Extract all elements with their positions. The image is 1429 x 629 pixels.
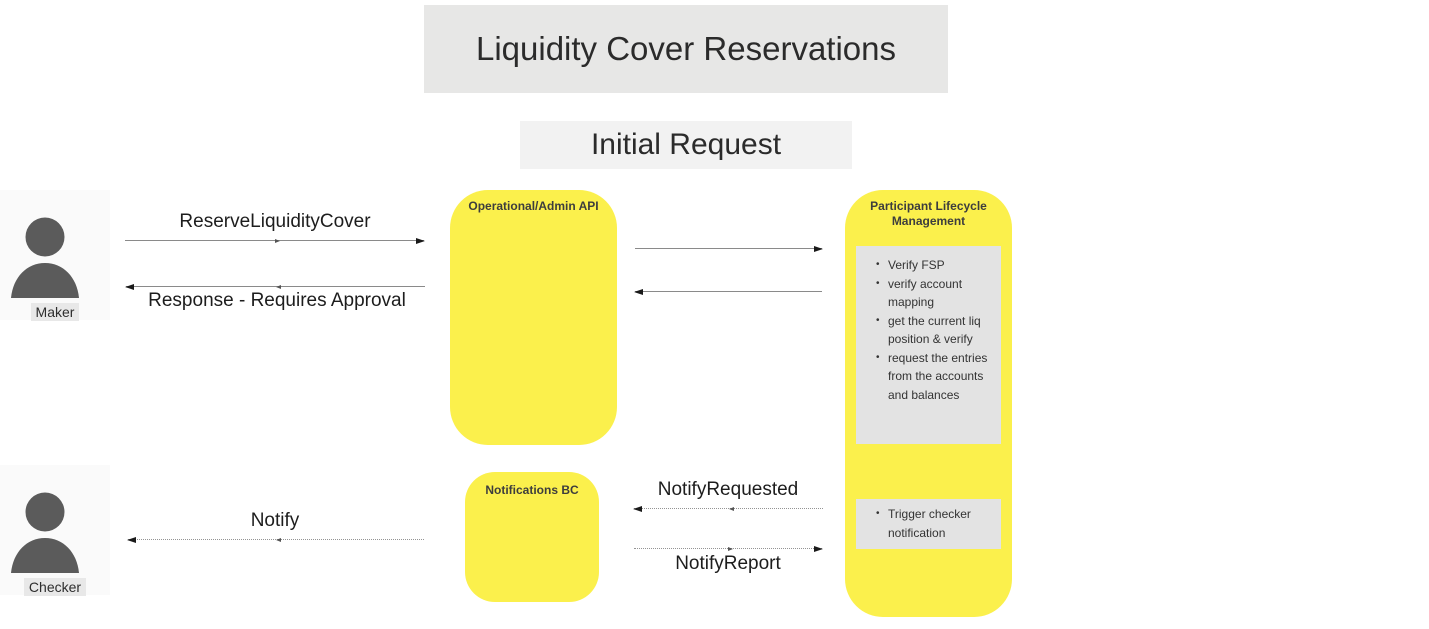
arrow-reserve-liquidity-cover	[125, 237, 425, 244]
arrowhead-left-icon	[125, 283, 134, 290]
arrowhead-left-icon	[633, 505, 642, 512]
task-item: get the current liq position & verify	[875, 312, 995, 349]
message-notify-requested: NotifyRequested	[657, 479, 799, 500]
message-reserve-liquidity-cover: ReserveLiquidityCover	[179, 211, 371, 232]
plm-validation-task-list: Verify FSPverify account mappingget the …	[856, 246, 1001, 404]
arrow-response-requires-approval	[125, 283, 425, 290]
box-operational-admin-api-title: Operational/Admin API	[468, 199, 599, 213]
actor-checker-label: Checker	[23, 578, 87, 596]
arrowhead-right-icon	[814, 245, 823, 252]
actor-label-wrap: Checker	[0, 578, 110, 597]
arrow-notify-report	[634, 545, 823, 552]
arrowhead-left-icon	[127, 536, 136, 543]
box-plm-title: Participant Lifecycle Management	[870, 199, 987, 228]
actor-checker: Checker	[0, 465, 110, 597]
arrow-notify	[127, 536, 424, 543]
plm-notification-panel: Trigger checker notification	[856, 499, 1001, 549]
arrowhead-right-icon	[416, 237, 425, 244]
arrowhead-left-icon	[634, 288, 643, 295]
task-item: verify account mapping	[875, 275, 995, 312]
arrow-midpoint-marker	[276, 537, 281, 542]
person-icon	[11, 217, 79, 298]
arrowhead-right-icon	[814, 545, 823, 552]
arrow-plm-to-api	[634, 288, 822, 295]
arrow-midpoint-marker	[728, 546, 733, 551]
arrow-midpoint-marker	[275, 284, 281, 289]
message-notify: Notify	[250, 510, 300, 531]
plm-notification-task-list: Trigger checker notification	[856, 499, 1001, 542]
arrow-midpoint-marker	[728, 506, 734, 511]
diagram-title: Liquidity Cover Reservations	[424, 5, 948, 93]
actor-maker-label: Maker	[30, 303, 80, 321]
box-participant-lifecycle-management: Participant Lifecycle Management Verify …	[845, 190, 1012, 617]
box-notifications-bc: Notifications BC	[465, 472, 599, 602]
message-notify-report: NotifyReport	[675, 553, 781, 574]
box-operational-admin-api: Operational/Admin API	[450, 190, 617, 445]
task-item: Trigger checker notification	[875, 505, 995, 542]
arrow-midpoint-marker	[274, 238, 280, 243]
box-notifications-bc-title: Notifications BC	[485, 483, 579, 497]
actor-maker: Maker	[0, 190, 110, 322]
arrow-api-to-plm	[635, 245, 823, 252]
diagram-subtitle: Initial Request	[520, 121, 852, 169]
message-response-requires-approval: Response - Requires Approval	[148, 290, 406, 311]
person-icon	[11, 492, 79, 573]
task-item: Verify FSP	[875, 256, 995, 275]
task-item: request the entries from the accounts an…	[875, 349, 995, 405]
plm-validation-panel: Verify FSPverify account mappingget the …	[856, 246, 1001, 444]
actor-label-wrap: Maker	[0, 303, 110, 322]
arrow-notify-requested	[633, 505, 823, 512]
